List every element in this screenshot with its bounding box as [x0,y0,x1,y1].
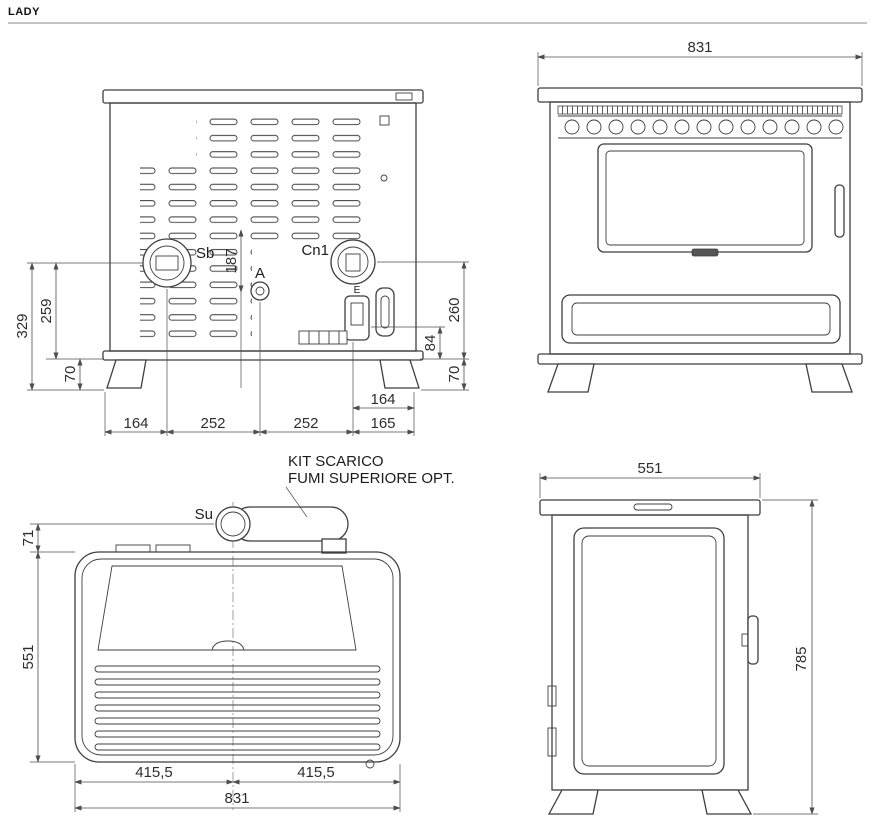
dim-785: 785 [793,646,810,671]
dim-187: 187 [223,248,240,273]
sb-label: Sb [196,245,214,262]
dim-70-right: 70 [446,366,463,383]
rear-vent-grid-left [140,160,196,242]
dim-71: 71 [20,530,37,547]
e-label: E [354,285,361,296]
dim-831-front: 831 [687,39,712,56]
side-handle [747,615,759,665]
su-label: Su [195,506,213,523]
cn1-connector-inner [337,246,369,278]
rear-small-button [380,174,388,182]
sb-connector-detail [155,255,179,271]
side-panel-frame [573,527,725,775]
sb-connector-inner [149,245,185,281]
dim-259: 259 [38,298,55,323]
a-inlet-outer [250,281,270,301]
rear-base [102,350,424,361]
front-right-foot [805,363,853,393]
dim-70-left: 70 [62,366,79,383]
side-top-slot [633,503,673,511]
side-body [551,514,749,791]
front-side-handle [834,184,845,238]
smoke-outlet-su-inner [220,511,246,537]
side-panel-inner [581,535,717,767]
cn1-connector-detail [345,253,361,272]
side-left-foot [547,789,599,815]
front-drawer-recess [571,302,831,336]
dim-252-right: 252 [293,415,318,432]
top-hinge-left [115,544,151,553]
rear-left-foot [106,359,147,389]
dim-164-right: 164 [370,391,395,408]
dim-260: 260 [446,297,463,322]
front-base [537,353,863,365]
top-hinge-right [155,544,191,553]
smoke-pipe-elbow [321,538,347,554]
dim-415-left: 415,5 [135,764,173,781]
callout-line1: KIT SCARICO [288,453,384,470]
side-view [539,499,761,815]
callout-leader [285,486,308,518]
rear-cap-badge [395,92,413,101]
dim-551-side: 551 [637,460,662,477]
page-title: LADY [8,6,40,18]
dim-165-bottom: 165 [370,415,395,432]
front-view-dimensions: 831 [537,39,863,86]
callout-line2: FUMI SUPERIORE OPT. [288,470,455,487]
dim-415-right: 415,5 [297,764,335,781]
top-handle [211,640,245,651]
a-label: A [255,265,265,282]
front-window-frame [597,143,813,253]
front-left-foot [547,363,595,393]
rear-top-cap [102,89,424,104]
dim-252-left: 252 [200,415,225,432]
front-window-glass [605,150,805,246]
side-view-dimensions: 551 785 [539,460,818,815]
dim-831-top: 831 [224,790,249,807]
cn1-label: Cn1 [301,242,329,259]
terminal-block [298,330,348,345]
rear-vent-grid-top [196,112,368,242]
top-body-inner [81,558,394,756]
front-window-latch [691,248,719,257]
top-slats [94,665,381,751]
rear-right-foot [379,359,420,389]
rear-view-dimensions: 329 259 70 187 260 84 70 164 164 252 252… [14,229,469,436]
front-grille-circles [564,119,844,135]
rear-slot-plate [375,287,395,337]
rear-slot [380,295,390,329]
top-view: KIT SCARICO FUMI SUPERIORE OPT. Su [74,453,455,810]
side-hinge-lower [547,727,557,757]
top-view-dimensions: 71 551 415,5 415,5 831 [20,523,401,812]
front-body [549,101,851,355]
page-header: LADY [8,6,867,24]
front-hatch-band [557,105,843,115]
top-corner-hole [365,759,375,769]
front-drawer [561,294,841,344]
rear-view: Sb Cn1 A E [102,89,424,389]
side-hinge-upper [547,685,557,707]
top-window-outline [97,565,357,651]
front-view [537,87,863,393]
dim-84: 84 [422,335,439,352]
dim-551-top: 551 [20,644,37,669]
a-inlet-inner [255,286,265,296]
side-right-foot [701,789,753,815]
side-top-cap [539,499,761,516]
top-body-outline [74,551,401,763]
front-top-cap [537,87,863,103]
dim-164-bottom: 164 [123,415,148,432]
rear-small-switch [379,115,390,126]
power-socket-detail [350,302,364,326]
dim-329: 329 [14,313,31,338]
